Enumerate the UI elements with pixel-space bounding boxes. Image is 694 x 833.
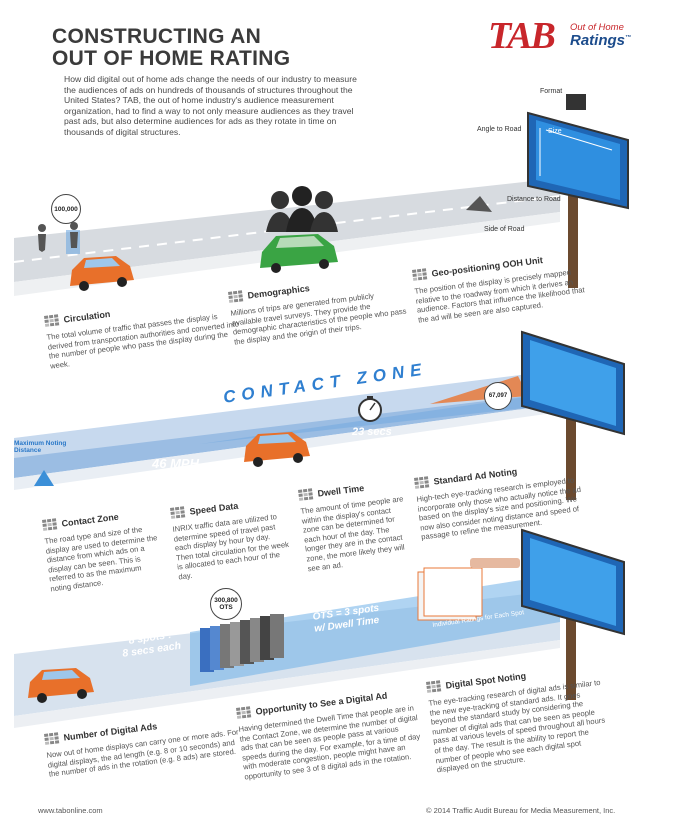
ots-badge-unit: OTS bbox=[219, 604, 233, 611]
circulation-count-badge: 100,000 bbox=[51, 194, 81, 224]
logo-brand: TAB bbox=[488, 15, 556, 57]
grid-icon bbox=[228, 290, 244, 304]
grid-icon bbox=[298, 488, 314, 502]
footer-copyright: © 2014 Traffic Audit Bureau for Media Me… bbox=[426, 806, 616, 815]
impressions-badge: 67,097 bbox=[484, 382, 512, 410]
grid-icon bbox=[170, 506, 186, 520]
logo-line-1: Out of Home bbox=[570, 22, 624, 33]
title-line-2: OUT OF HOME RATING bbox=[52, 47, 291, 70]
digital-ad-stack bbox=[200, 614, 284, 672]
car-orange-1 bbox=[70, 256, 134, 291]
label-size: Size bbox=[548, 128, 562, 135]
tab-logo: TAB Out of Home Ratings™ bbox=[478, 14, 638, 58]
car-green bbox=[260, 234, 338, 273]
grid-icon bbox=[44, 732, 60, 746]
time-label: 23 secs bbox=[352, 426, 392, 438]
label-angle: Angle to Road bbox=[477, 126, 522, 133]
billboard-2-pole bbox=[566, 400, 576, 500]
section-speed: Speed Data INRIX traffic data are utiliz… bbox=[170, 494, 292, 582]
section-dwell: Dwell Time The amount of time people are… bbox=[298, 477, 411, 573]
grid-icon bbox=[412, 268, 428, 282]
stopwatch-icon bbox=[358, 396, 382, 422]
max-noting-label: Maximum Noting Distance bbox=[14, 440, 67, 454]
noting-marker-icon bbox=[34, 470, 54, 486]
speed-label: 46 MPH bbox=[152, 456, 199, 471]
billboard-3-pole bbox=[566, 600, 576, 700]
logo-line-2: Ratings™ bbox=[570, 32, 632, 49]
car-orange-2 bbox=[244, 432, 310, 467]
individual-ratings-stack bbox=[417, 558, 520, 621]
crowd-icon bbox=[266, 186, 338, 232]
section-text: The amount of time people are within the… bbox=[300, 494, 406, 573]
footer-website[interactable]: www.tabonline.com bbox=[38, 806, 103, 815]
section-contact-zone: Contact Zone The road type and size of t… bbox=[42, 506, 164, 594]
grid-icon bbox=[44, 314, 60, 328]
grid-icon bbox=[42, 518, 58, 532]
label-side: Side of Road bbox=[484, 226, 525, 233]
title-line-1: CONSTRUCTING AN bbox=[52, 25, 262, 48]
label-distance: Distance to Road bbox=[507, 196, 561, 203]
car-orange-3 bbox=[28, 668, 94, 703]
page-title: CONSTRUCTING AN OUT OF HOME RATING bbox=[52, 26, 290, 70]
ots-badge: 300,800 OTS bbox=[210, 588, 242, 620]
format-icon bbox=[566, 94, 586, 110]
intro-paragraph: How did digital out of home ads change t… bbox=[64, 74, 357, 137]
ots-badge-value: 300,800 bbox=[214, 597, 238, 604]
grid-icon bbox=[414, 476, 430, 490]
grid-icon bbox=[426, 680, 442, 694]
label-format: Format bbox=[540, 88, 563, 95]
billboard-1-pole bbox=[568, 188, 578, 288]
grid-icon bbox=[236, 706, 252, 720]
angle-arrow-icon bbox=[466, 196, 492, 212]
